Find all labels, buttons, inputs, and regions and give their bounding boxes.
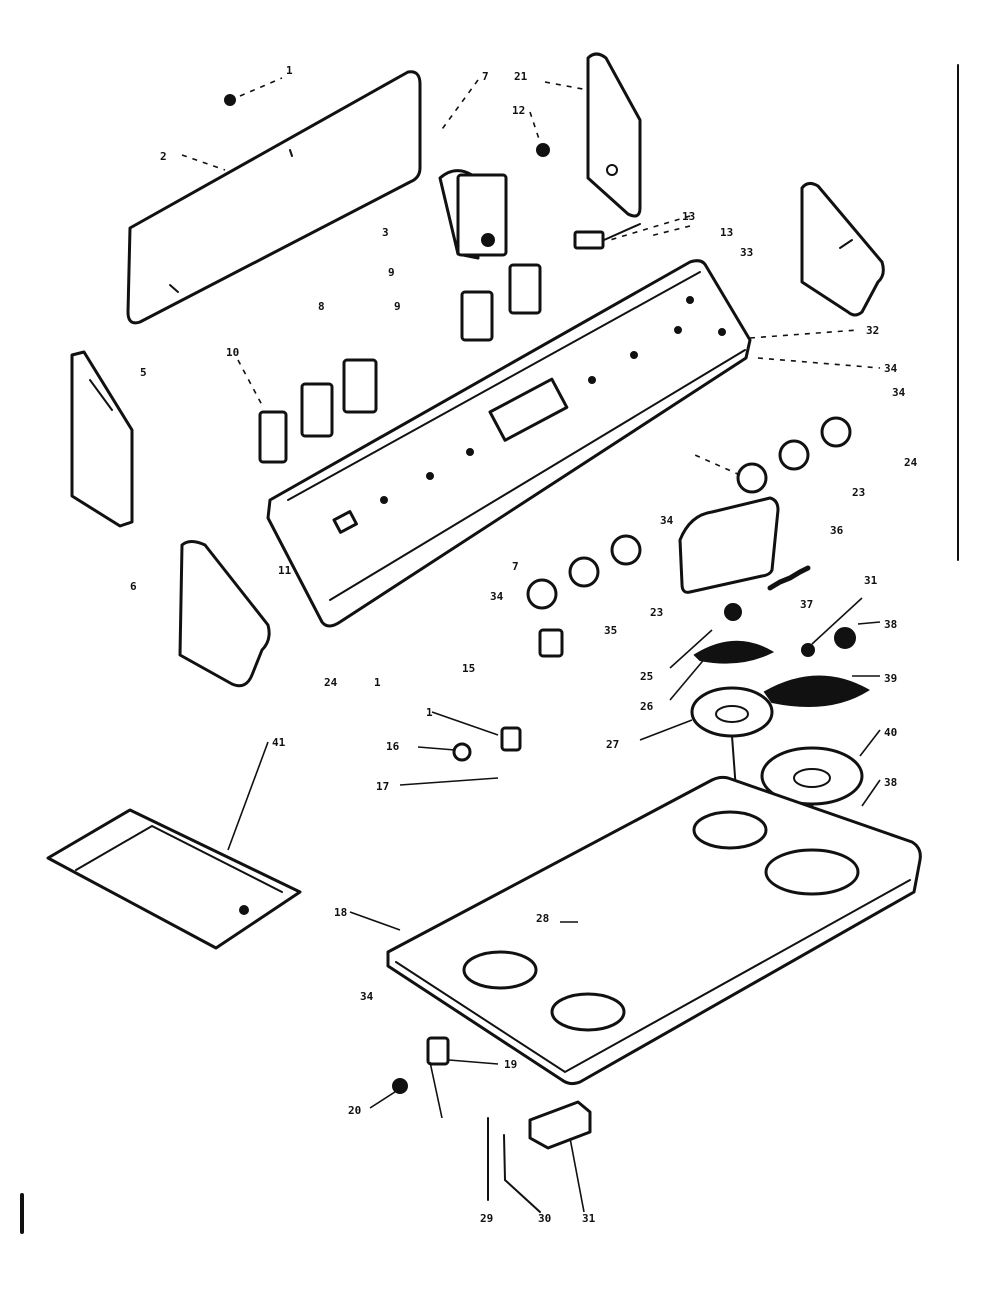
callout-26: 26 [640, 700, 654, 713]
callout-13b: 13 [720, 226, 733, 239]
callout-1b: 1 [374, 676, 381, 689]
callout-7: 7 [482, 70, 489, 83]
burner-bowl-40 [760, 746, 864, 856]
callout-16: 16 [386, 740, 400, 753]
callout-34b: 34 [892, 386, 906, 399]
callout-34e: 34 [360, 990, 374, 1003]
callout-24b: 24 [324, 676, 338, 689]
burner-bowl-27 [690, 686, 774, 791]
timer-module [678, 496, 780, 594]
control-panel [266, 259, 752, 628]
callout-8-upper: 8 [318, 300, 325, 313]
callout-38: 38 [884, 618, 897, 631]
callout-10: 10 [226, 346, 239, 359]
hinge-19 [426, 1036, 450, 1066]
callout-27: 27 [606, 738, 619, 751]
infinite-switch-upper [460, 263, 542, 342]
callout-34a: 34 [884, 362, 898, 375]
callout-37: 37 [800, 598, 813, 611]
callout-39: 39 [884, 672, 897, 685]
clock-window [488, 377, 569, 442]
callout-2: 2 [160, 150, 167, 163]
callout-29: 29 [480, 1212, 493, 1225]
burner-cap-25 [693, 603, 775, 664]
callout-34d: 34 [490, 590, 504, 603]
callout-1: 1 [286, 64, 293, 77]
spring-37 [767, 565, 811, 591]
callout-32: 32 [866, 324, 879, 337]
cooktop [386, 775, 922, 1086]
clip-34 [538, 628, 564, 658]
callout-3: 3 [382, 226, 389, 239]
rear-trim-panel [126, 70, 422, 325]
drawer-panel [46, 808, 302, 950]
callout-21: 21 [514, 70, 528, 83]
callout-7b: 7 [512, 560, 519, 573]
callout-36: 36 [830, 524, 844, 537]
right-end-bracket [800, 181, 885, 317]
control-knobs-upper [736, 416, 852, 494]
callout-20: 20 [348, 1104, 361, 1117]
callout-41: 41 [272, 736, 286, 749]
panel-slot [332, 510, 358, 534]
callout-25: 25 [640, 670, 653, 683]
callout-17: 17 [376, 780, 389, 793]
left-end-bracket [70, 350, 134, 528]
nut-16 [452, 742, 472, 762]
callout-12: 12 [512, 104, 525, 117]
callout-40: 40 [884, 726, 897, 739]
bracket-31 [528, 1100, 592, 1150]
screw-20 [392, 1078, 408, 1094]
callout-13: 13 [682, 210, 695, 223]
callout-19: 19 [504, 1058, 517, 1071]
callout-15: 15 [462, 662, 475, 675]
side-bracket-upper [586, 52, 642, 218]
terminal-block-13 [573, 223, 641, 250]
callout-9b: 9 [394, 300, 401, 313]
control-knobs-lower [526, 534, 642, 610]
bracket-17 [500, 726, 522, 752]
callout-6: 6 [130, 580, 137, 593]
callout-28: 28 [536, 912, 549, 925]
callout-18: 18 [334, 906, 347, 919]
callout-23: 23 [852, 486, 865, 499]
burner-cap-33 [763, 627, 870, 707]
burner-opening-front-right [550, 992, 626, 1032]
callout-11: 11 [278, 564, 292, 577]
callout-31: 31 [864, 574, 878, 587]
callout-23b: 23 [650, 606, 663, 619]
callout-31b: 31 [582, 1212, 596, 1225]
callout-33: 33 [740, 246, 753, 259]
callout-5: 5 [140, 366, 147, 379]
spring-30 [503, 1134, 541, 1213]
callout-35: 35 [604, 624, 617, 637]
callout-24: 24 [904, 456, 918, 469]
infinite-switch-group [258, 358, 378, 464]
burner-opening-rear-left [692, 810, 768, 850]
switch-bracket [438, 169, 508, 260]
left-end-cap [178, 540, 271, 688]
screw-12 [536, 143, 550, 157]
burner-opening-front-left [462, 950, 538, 990]
callout-34c: 34 [660, 514, 674, 527]
callout-1c: 1 [426, 706, 433, 719]
callout-38b: 38 [884, 776, 897, 789]
screw-1 [224, 94, 236, 106]
burner-opening-rear-right [764, 848, 860, 896]
callout-9: 9 [388, 266, 395, 279]
callout-30: 30 [538, 1212, 551, 1225]
